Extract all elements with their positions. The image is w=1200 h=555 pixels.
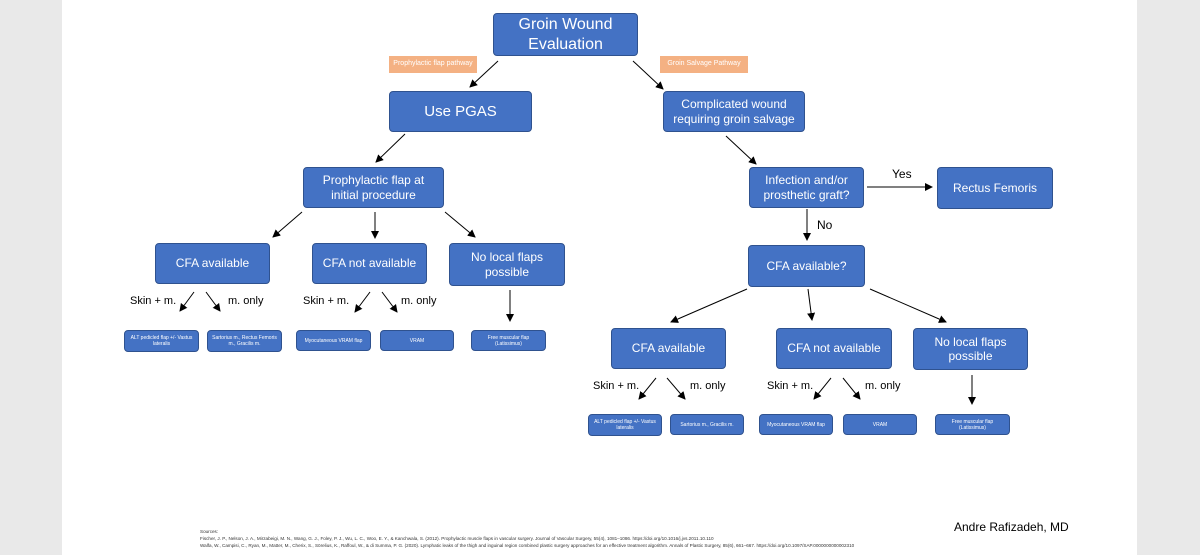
right-cfa-not-available-node: CFA not available	[776, 328, 892, 369]
right-leaf-sartorius: Sartorius m., Gracilis m.	[670, 414, 744, 435]
left-skin-m-label-2: Skin + m.	[303, 295, 350, 307]
left-leaf-free-muscular: Free muscular flap (Latissimus)	[471, 330, 546, 351]
right-cfa-available-node: CFA available	[611, 328, 726, 369]
right-leaf-myocutaneous-vram: Myocutaneous VRAM flap	[759, 414, 833, 435]
left-cfa-available-node: CFA available	[155, 243, 270, 284]
rectus-femoris-node: Rectus Femoris	[937, 167, 1053, 209]
sources-heading: Sources:	[200, 529, 219, 534]
root-node: Groin Wound Evaluation	[493, 13, 638, 56]
cfa-available-question-node: CFA available?	[748, 245, 865, 287]
arrow-proph-to-cfa	[272, 211, 303, 238]
source-reference-1: Fischer, J. P., Nelson, J. A., Mirzabeig…	[200, 535, 714, 541]
complicated-wound-node: Complicated wound requiring groin salvag…	[663, 91, 805, 132]
right-leaf-alt-flap: ALT pedicled flap +/- Vastus lateralis	[588, 414, 662, 436]
arrow-cfaq-to-nolocal	[869, 288, 947, 323]
arrow-proph-to-nolocal	[444, 211, 476, 238]
left-m-only-label-2: m. only	[401, 295, 437, 307]
arrow-pgas-to-prophylactic	[375, 133, 406, 163]
arrow-r-cfa-monly	[666, 377, 686, 400]
right-m-only-label-1: m. only	[690, 380, 726, 392]
arrow-r-cfa-skin	[638, 377, 657, 400]
use-pgas-node: Use PGAS	[389, 91, 532, 132]
right-leaf-free-muscular: Free muscular flap (Latissimus)	[935, 414, 1010, 435]
right-skin-m-label-2: Skin + m.	[767, 380, 814, 392]
right-skin-m-label-1: Skin + m.	[593, 380, 640, 392]
prophylactic-pathway-tag: Prophylactic flap pathway	[389, 56, 477, 73]
prophylactic-flap-node: Prophylactic flap at initial procedure	[303, 167, 444, 208]
right-leaf-vram: VRAM	[843, 414, 917, 435]
left-m-only-label-1: m. only	[228, 295, 264, 307]
author-credit: Andre Rafizadeh, MD	[954, 520, 1069, 534]
arrow-l-cfanot-skin	[354, 291, 371, 313]
arrow-l-cfanot-monly	[381, 291, 398, 313]
no-label: No	[817, 218, 833, 232]
arrow-root-to-complicated	[632, 60, 664, 90]
left-cfa-not-available-node: CFA not available	[312, 243, 427, 284]
salvage-pathway-tag: Groin Salvage Pathway	[660, 56, 748, 73]
arrow-cfaq-to-cfa	[670, 288, 748, 323]
infection-question-node: Infection and/or prosthetic graft?	[749, 167, 864, 208]
arrow-cfaq-to-cfanot	[807, 288, 816, 321]
arrow-root-to-pgas	[469, 60, 499, 88]
arrow-l-cfa-monly	[205, 291, 221, 312]
yes-label: Yes	[892, 167, 912, 181]
arrow-l-cfa-skin	[179, 291, 195, 312]
arrow-r-cfanot-skin	[813, 377, 832, 400]
left-no-local-flaps-node: No local flaps possible	[449, 243, 565, 286]
left-leaf-vram: VRAM	[380, 330, 454, 351]
arrow-complicated-to-infection	[725, 135, 757, 165]
left-leaf-sartorius: Sartorius m., Rectus Femoris m., Gracili…	[207, 330, 282, 352]
sources-block: Sources: Fischer, J. P., Nelson, J. A., …	[200, 529, 854, 550]
left-leaf-myocutaneous-vram: Myocutaneous VRAM flap	[296, 330, 371, 351]
source-reference-2: Walfa, W., Campisi, C., Ryan, M., Matter…	[200, 542, 855, 548]
arrow-r-cfanot-monly	[842, 377, 861, 400]
left-leaf-alt-flap: ALT pedicled flap +/- Vastus lateralis	[124, 330, 199, 352]
right-no-local-flaps-node: No local flaps possible	[913, 328, 1028, 370]
right-m-only-label-2: m. only	[865, 380, 901, 392]
left-skin-m-label-1: Skin + m.	[130, 295, 177, 307]
